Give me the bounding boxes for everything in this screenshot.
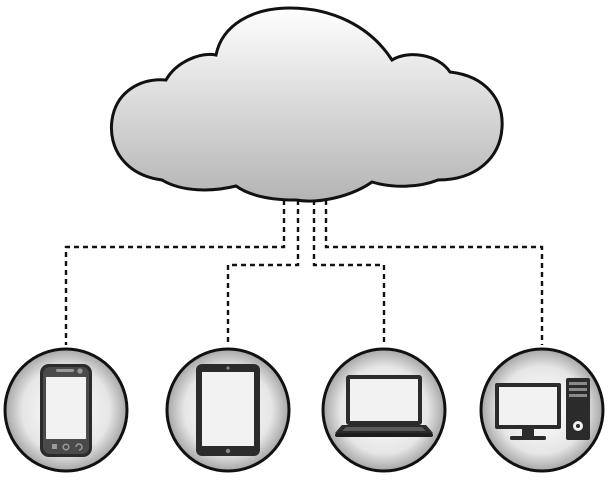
cloud-icon (109, 6, 504, 203)
desktop-computer-icon (495, 378, 590, 440)
connection-lines (64, 200, 544, 345)
connection-line-smartphone (64, 200, 286, 345)
connection-line-desktop (324, 200, 544, 345)
device-badge-laptop (321, 347, 447, 473)
tablet-icon (196, 364, 260, 456)
connection-line-laptop (312, 200, 386, 345)
device-badge-tablet (165, 347, 291, 473)
device-badge-smartphone (3, 347, 129, 473)
device-badge-desktop (479, 347, 605, 473)
smartphone-icon (40, 364, 92, 457)
connection-line-tablet (226, 200, 300, 345)
laptop-icon (335, 375, 433, 437)
